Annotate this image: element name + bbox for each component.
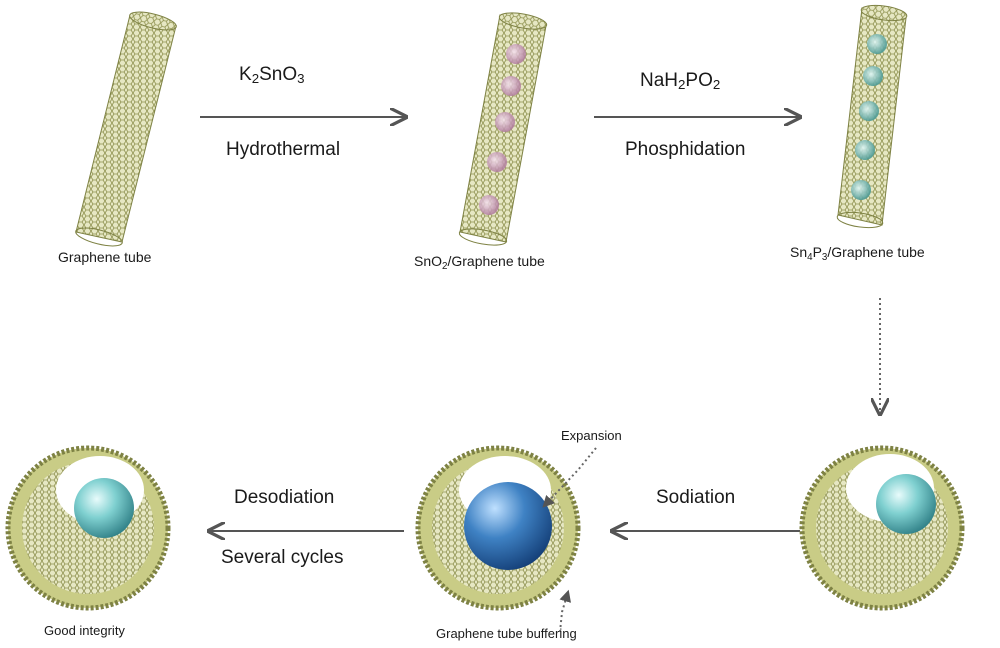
- sno2-particle: [501, 76, 521, 96]
- sn4p3-particle: [867, 34, 887, 54]
- sn4p3-particle: [859, 101, 879, 121]
- graphene-tube-illustration: [75, 11, 177, 247]
- reagent-nah2po2: NaH2PO2: [640, 70, 721, 92]
- reagent-k2sno3: K2SnO3: [239, 64, 305, 86]
- step-desodiation-label: Desodiation: [234, 487, 335, 508]
- caption-sno2-graphene-tube: SnO2/Graphene tube: [414, 253, 545, 272]
- step-sodiation-label: Sodiation: [656, 487, 736, 508]
- expansion-pointer: [542, 447, 597, 508]
- step-phosphidation-label: Phosphidation: [625, 139, 746, 160]
- cross-section-initial: [799, 445, 965, 611]
- sno2-graphene-tube-illustration: [458, 12, 548, 246]
- caption-good-integrity: Good integrity: [44, 623, 125, 638]
- step-several-cycles-label: Several cycles: [221, 547, 344, 568]
- caption-graphene-tube: Graphene tube: [58, 249, 152, 265]
- step-hydrothermal-label: Hydrothermal: [226, 139, 341, 160]
- sn4p3-particle: [863, 66, 883, 86]
- cross-section-good-integrity: [5, 445, 171, 611]
- buffering-pointer: [559, 589, 571, 633]
- sno2-particle: [487, 152, 507, 172]
- cross-section-expanded: [415, 445, 581, 611]
- sno2-particle: [495, 112, 515, 132]
- sn4p3-particle: [851, 180, 871, 200]
- caption-expansion: Expansion: [561, 428, 622, 443]
- caption-graphene-tube-buffering: Graphene tube buffering: [436, 626, 577, 641]
- sn4p3-graphene-tube-illustration: [836, 4, 908, 229]
- sno2-particle: [479, 195, 499, 215]
- sno2-particle: [506, 44, 526, 64]
- sn4p3-particle: [855, 140, 875, 160]
- caption-sn4p3-graphene-tube: Sn4P3/Graphene tube: [790, 244, 925, 263]
